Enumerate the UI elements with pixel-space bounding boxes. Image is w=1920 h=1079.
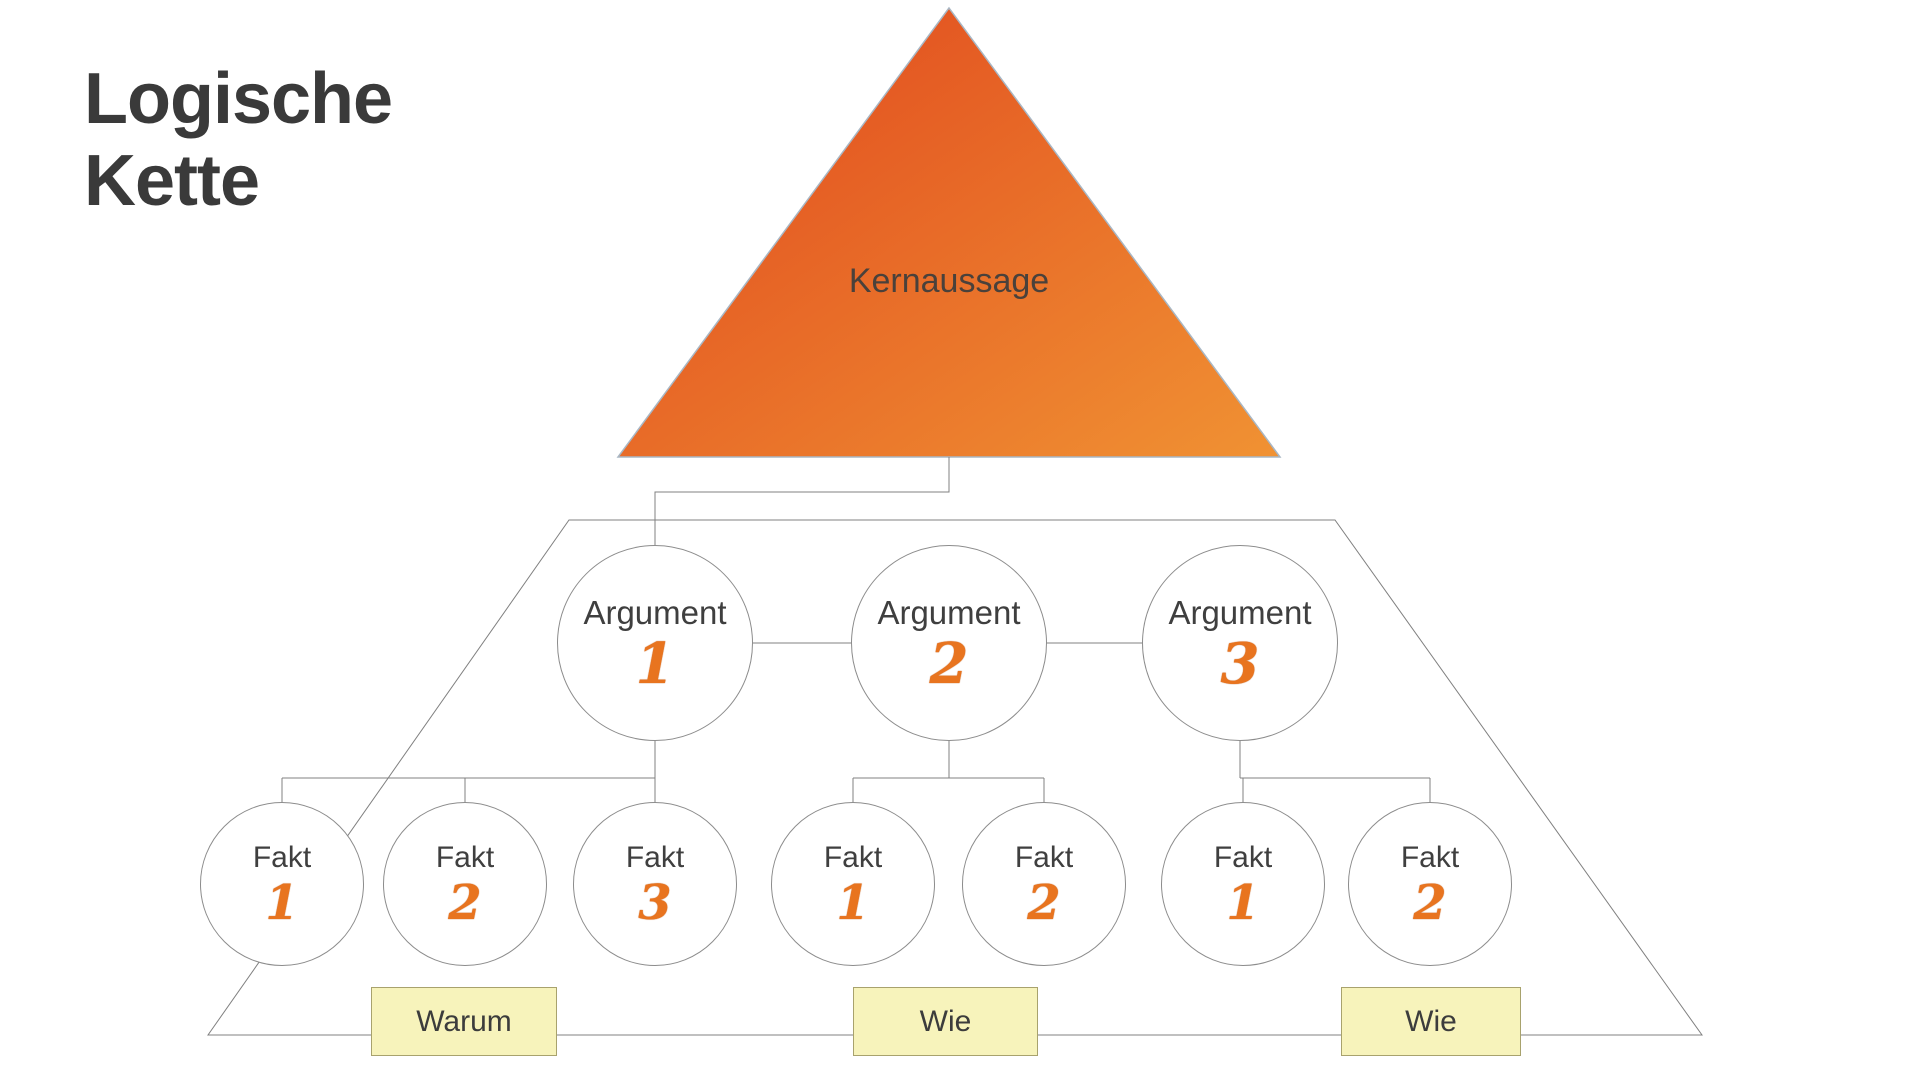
fact-circle-1: Fakt 1 bbox=[200, 802, 364, 966]
connector-argument2-facts bbox=[852, 741, 1045, 830]
fact-number: 2 bbox=[448, 875, 482, 931]
argument-number: 3 bbox=[1220, 631, 1260, 697]
question-box-label: Warum bbox=[416, 1004, 512, 1038]
fact-label: Fakt bbox=[1014, 841, 1074, 874]
argument-circle-3: Argument 3 bbox=[1142, 545, 1338, 741]
fact-label: Fakt bbox=[625, 841, 685, 874]
fact-label: Fakt bbox=[252, 841, 312, 874]
fact-number: 2 bbox=[1413, 875, 1447, 931]
question-box-wie-1: Wie bbox=[853, 987, 1038, 1056]
fact-number: 1 bbox=[836, 875, 870, 931]
argument-label: Argument bbox=[877, 594, 1021, 631]
fact-label: Fakt bbox=[823, 841, 883, 874]
question-box-warum: Warum bbox=[371, 987, 557, 1056]
argument-circle-1: Argument 1 bbox=[557, 545, 753, 741]
fact-circle-3: Fakt 3 bbox=[573, 802, 737, 966]
fact-number: 1 bbox=[265, 875, 299, 931]
connector-argument1-facts bbox=[281, 741, 656, 830]
fact-label: Fakt bbox=[1213, 841, 1273, 874]
fact-circle-7: Fakt 2 bbox=[1348, 802, 1512, 966]
connector-argument3-facts bbox=[1239, 741, 1431, 830]
pyramid-triangle bbox=[616, 6, 1282, 458]
fact-label: Fakt bbox=[435, 841, 495, 874]
pyramid-label: Kernaussage bbox=[848, 262, 1050, 300]
fact-number: 1 bbox=[1226, 875, 1260, 931]
question-box-label: Wie bbox=[1405, 1004, 1457, 1038]
question-box-label: Wie bbox=[919, 1004, 972, 1038]
fact-circle-2: Fakt 2 bbox=[383, 802, 547, 966]
argument-circle-2: Argument 2 bbox=[851, 545, 1047, 741]
argument-label: Argument bbox=[583, 594, 727, 631]
fact-circle-5: Fakt 2 bbox=[962, 802, 1126, 966]
fact-circle-4: Fakt 1 bbox=[771, 802, 935, 966]
question-box-wie-2: Wie bbox=[1341, 987, 1521, 1056]
fact-label: Fakt bbox=[1400, 841, 1460, 874]
argument-number: 1 bbox=[635, 631, 675, 697]
argument-label: Argument bbox=[1168, 594, 1312, 631]
page-title: Logische Kette bbox=[84, 59, 393, 222]
fact-number: 3 bbox=[638, 875, 672, 931]
fact-circle-6: Fakt 1 bbox=[1161, 802, 1325, 966]
fact-number: 2 bbox=[1027, 875, 1061, 931]
argument-number: 2 bbox=[929, 631, 969, 697]
